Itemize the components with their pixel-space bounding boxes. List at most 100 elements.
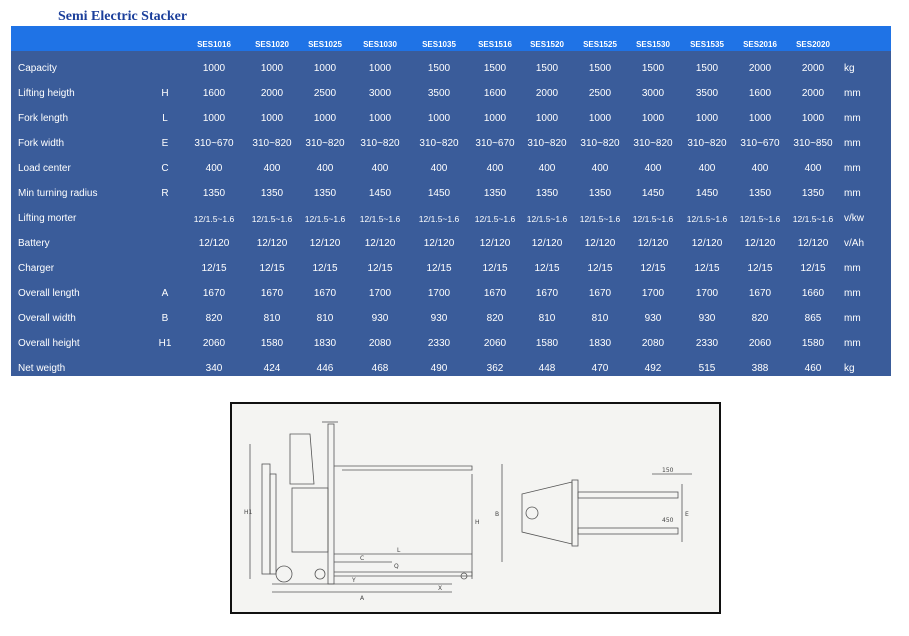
top-view-mast-shape [571,479,579,547]
table-cell: 1580 [535,338,559,349]
table-cell: 12/1.5~1.6 [526,214,568,224]
table-cell: 12/120 [691,238,723,249]
table-cell: 310~670 [194,138,234,149]
table-cell: 1580 [801,338,825,349]
table-cell: 12/1.5~1.6 [304,214,346,224]
table-cell: 400 [591,163,609,174]
model-header-ses1530: SES1530 [636,40,670,49]
table-cell: 12/1.5~1.6 [739,214,781,224]
table-cell: 820 [486,313,504,324]
table-cell: 12/120 [744,238,776,249]
table-cell: 12/15 [534,263,560,274]
table-cell: 310~820 [633,138,673,149]
table-cell: 400 [371,163,389,174]
table-cell: 515 [698,363,716,374]
l-label: L [397,547,401,554]
model-header-ses1030: SES1030 [363,40,397,49]
table-cell: 12/1.5~1.6 [792,214,834,224]
table-cell: 1670 [483,288,507,299]
table-cell: 400 [751,163,769,174]
table-cell: 1830 [313,338,337,349]
row-unit: kg [844,363,855,374]
table-cell: 12/1.5~1.6 [193,214,235,224]
row-label: Fork length [18,113,69,124]
table-cell: 810 [538,313,556,324]
row-unit: mm [844,288,861,299]
row-label: Overall width [18,313,76,324]
model-header-ses2016: SES2016 [743,40,777,49]
table-cell: 1500 [641,63,665,74]
table-cell: 424 [263,363,281,374]
table-cell: 388 [751,363,769,374]
table-cell: 400 [205,163,223,174]
table-cell: 820 [205,313,223,324]
table-cell: 1000 [368,113,392,124]
table-cell: 1350 [260,188,284,199]
table-cell: 448 [538,363,556,374]
table-cell: 12/120 [531,238,563,249]
table-cell: 470 [591,363,609,374]
table-cell: 12/1.5~1.6 [359,214,401,224]
table-cell: 12/1.5~1.6 [686,214,728,224]
c-label: C [360,555,364,562]
table-cell: 2080 [641,338,665,349]
row-unit: kg [844,63,855,74]
table-cell: 400 [316,163,334,174]
table-cell: 2000 [801,88,825,99]
table-cell: 12/15 [640,263,666,274]
h1-label: H1 [244,509,253,516]
row-symbol: H [161,88,169,99]
table-cell: 1000 [427,113,451,124]
h-label: H [475,519,480,526]
table-cell: 1450 [695,188,719,199]
table-cell: 1000 [260,113,284,124]
table-cell: 1670 [202,288,226,299]
table-cell: 2500 [313,88,337,99]
row-label: Charger [18,263,55,274]
table-cell: 12/120 [309,238,341,249]
table-cell: 12/120 [364,238,396,249]
table-cell: 1000 [202,113,226,124]
row-unit: mm [844,188,861,199]
table-cell: 1600 [202,88,226,99]
table-cell: 1500 [588,63,612,74]
q-label: Q [394,563,399,570]
table-cell: 1000 [695,113,719,124]
model-header-ses1516: SES1516 [478,40,512,49]
table-body [11,51,891,376]
x-label: X [438,585,442,592]
table-cell: 400 [804,163,822,174]
table-cell: 1700 [641,288,665,299]
table-cell: 865 [804,313,822,324]
top-view-body-shape [521,481,573,545]
row-label: Overall length [18,288,80,299]
table-cell: 1450 [368,188,392,199]
table-cell: 1000 [588,113,612,124]
table-cell: 400 [698,163,716,174]
table-cell: 1670 [748,288,772,299]
table-cell: 1350 [801,188,825,199]
table-cell: 1670 [260,288,284,299]
table-cell: 1500 [535,63,559,74]
table-cell: 3000 [641,88,665,99]
table-cell: 12/120 [584,238,616,249]
row-unit: mm [844,163,861,174]
table-cell: 310~820 [252,138,292,149]
table-cell: 1000 [368,63,392,74]
table-header [11,26,891,51]
drive-wheel-shape [275,565,293,583]
row-label: Overall height [18,338,80,349]
table-cell: 810 [316,313,334,324]
row-unit: mm [844,113,861,124]
width-150-label: 150 [662,467,674,474]
table-cell: 310~820 [419,138,459,149]
row-label: Net weigth [18,363,66,374]
mast-column-shape [327,423,335,585]
table-cell: 1350 [588,188,612,199]
row-symbol: C [161,163,169,174]
table-cell: 1000 [483,113,507,124]
table-cell: 2000 [748,63,772,74]
table-cell: 12/15 [201,263,227,274]
table-cell: 1000 [535,113,559,124]
